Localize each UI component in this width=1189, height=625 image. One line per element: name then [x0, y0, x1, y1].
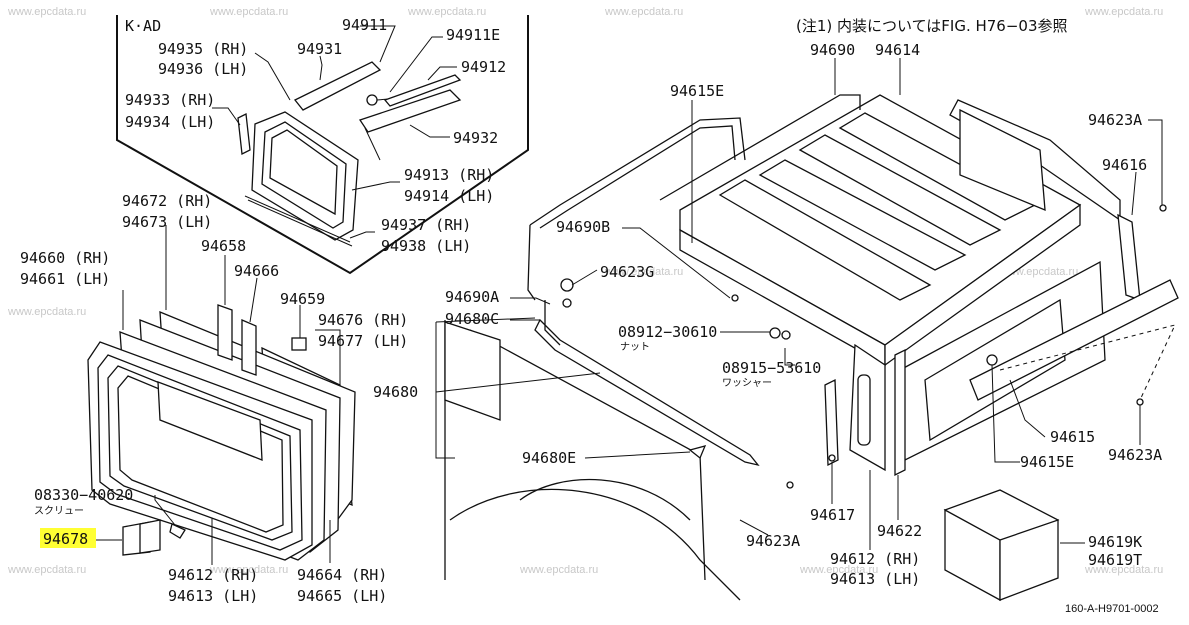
washer-icon: [562, 298, 572, 308]
part-label: 94936 (LH): [158, 60, 248, 78]
watermark: www.epcdata.ru: [1084, 564, 1163, 576]
bolt-icon: [1136, 398, 1144, 406]
bolt-icon: [786, 481, 794, 489]
part-label: 94935 (RH): [158, 40, 248, 58]
watermark: www.epcdata.ru: [799, 564, 878, 576]
part-label: 94658: [201, 237, 246, 255]
diagram-code: 160-A-H9701-0002: [1065, 603, 1159, 615]
part-label: 94680C: [445, 310, 499, 328]
part-label: 94660 (RH): [20, 249, 110, 267]
part-label: 94612 (RH): [168, 566, 258, 584]
inset-clip: [237, 113, 251, 155]
part-label: 94913 (RH): [404, 166, 494, 184]
part-label-sub: ワッシャー: [722, 378, 772, 389]
inset-title: K·AD: [125, 17, 161, 35]
part-label: 94677 (LH): [318, 332, 408, 350]
highlight-marker: [40, 528, 96, 548]
part-label: 08912−30610: [618, 323, 717, 341]
part-label: 94622: [877, 522, 922, 540]
grommet-icon: [560, 278, 574, 292]
part-label: 94680E: [522, 449, 576, 467]
part-label: 08915−53610: [722, 359, 821, 377]
inset-rail: [293, 61, 382, 111]
inset-kad: K·AD 94911 94911E 94935 (: [116, 15, 529, 275]
watermark: www.epcdata.ru: [519, 564, 598, 576]
watermark: www.epcdata.ru: [209, 6, 288, 18]
part-label: 94665 (LH): [297, 587, 387, 605]
part-label: 94619K: [1088, 533, 1142, 551]
part-label: 94672 (RH): [122, 192, 212, 210]
part-label: 94615: [1050, 428, 1095, 446]
part-label: 94614: [875, 41, 920, 59]
part-label: 94623G: [600, 263, 654, 281]
part-label: 94914 (LH): [404, 187, 494, 205]
part-label: 94613 (LH): [168, 587, 258, 605]
clip: [291, 337, 307, 351]
part-label: 94623A: [746, 532, 800, 550]
washer-icon: [781, 330, 791, 340]
part-label: 94934 (LH): [125, 113, 215, 131]
part-label: 08330−40620: [34, 486, 133, 504]
inset-border: [116, 15, 529, 275]
watermark: www.epcdata.ru: [7, 6, 86, 18]
part-label: 94938 (LH): [381, 237, 471, 255]
part-label: 94612 (RH): [830, 550, 920, 568]
hardtop-assembly: 94690 94614 94615E 94623A 94616 94690B 9…: [373, 41, 1179, 602]
watermark: www.epcdata.ru: [407, 6, 486, 18]
part-label: 94623A: [1108, 446, 1162, 464]
part-label: 94617: [810, 506, 855, 524]
part-label: 94615E: [670, 82, 724, 100]
inset-strip: [383, 74, 462, 107]
part-label: 94664 (RH): [297, 566, 387, 584]
part-label: 94911: [342, 16, 387, 34]
part-label: 94613 (LH): [830, 570, 920, 588]
part-label: 94690B: [556, 218, 610, 236]
part-label-sub: ナット: [620, 341, 650, 353]
watermark: www.epcdata.ru: [604, 6, 683, 18]
nut-icon: [986, 354, 998, 366]
screw-icon: [169, 523, 186, 539]
watermark: www.epcdata.ru: [7, 564, 86, 576]
part-label: 94659: [280, 290, 325, 308]
part-label: 94933 (RH): [125, 91, 215, 109]
side-window-assembly: 94672 (RH) 94673 (LH) 94658 94666 94660 …: [20, 192, 408, 605]
part-label: 94932: [453, 129, 498, 147]
part-label: 94676 (RH): [318, 311, 408, 329]
bolt-icon: [1159, 204, 1167, 212]
part-label: 94619T: [1088, 551, 1142, 569]
part-label: 94673 (LH): [122, 213, 212, 231]
post: [241, 319, 257, 376]
bolt-icon: [731, 294, 739, 302]
part-label: 94623A: [1088, 111, 1142, 129]
inset-window-frame: [244, 111, 359, 247]
nut-icon: [769, 327, 781, 339]
clip-icon: [688, 445, 707, 460]
part-label: 94680: [373, 383, 418, 401]
screw-icon: [366, 94, 378, 106]
post: [217, 304, 233, 361]
part-label: 94937 (RH): [381, 216, 471, 234]
watermark: www.epcdata.ru: [7, 306, 86, 318]
part-label: 94690: [810, 41, 855, 59]
part-label: 94616: [1102, 156, 1147, 174]
part-label: 94912: [461, 58, 506, 76]
part-label-sub: スクリュー: [34, 505, 84, 517]
watermark: www.epcdata.ru: [1084, 6, 1163, 18]
watermark: www.epcdata.ru: [604, 266, 683, 278]
part-label: 94911E: [446, 26, 500, 44]
side-trim: [969, 279, 1179, 401]
part-label: 94690A: [445, 288, 499, 306]
watermark: www.epcdata.ru: [209, 564, 288, 576]
part-label: 94931: [297, 40, 342, 58]
reference-note: (注1) 内装についてはFIG. H76−03参照: [796, 17, 1068, 35]
part-label: 94661 (LH): [20, 270, 110, 288]
part-label: 94615E: [1020, 453, 1074, 471]
part-label: 94666: [234, 262, 279, 280]
part-label-highlighted[interactable]: 94678: [43, 530, 88, 548]
